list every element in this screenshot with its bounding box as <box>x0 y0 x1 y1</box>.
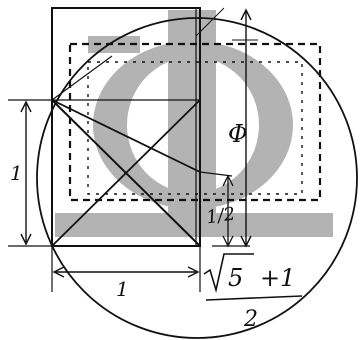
phi-glyph-base <box>55 213 333 237</box>
phi-arrow-top <box>240 8 252 21</box>
half-arrow-top <box>222 174 234 187</box>
phi-label: Φ <box>228 120 248 148</box>
half-label: 1/2 <box>205 203 237 228</box>
fraction-bar <box>205 295 303 301</box>
vertical-arrow-bottom <box>20 233 32 246</box>
horizontal-arrow-right <box>187 266 200 278</box>
golden-ratio-formula: 5 +1 2 <box>203 253 303 332</box>
radical-sign <box>203 253 254 294</box>
square-diagonal-2 <box>51 99 201 247</box>
vertical-arrow-top <box>20 100 32 113</box>
unit-vertical-label: 1 <box>10 161 23 185</box>
top-tick-mark <box>195 7 225 37</box>
formula-plus-one: +1 <box>260 264 295 292</box>
formula-denominator: 2 <box>243 307 258 332</box>
half-marker-line <box>199 171 233 177</box>
phi-glyph-top-serif <box>88 36 140 53</box>
dashed-rectangle-outer <box>68 42 322 202</box>
tall-rectangle <box>51 7 201 247</box>
dashed-rectangle-inner <box>87 61 303 195</box>
phi-glyph-stem <box>168 10 216 232</box>
formula-root: 5 <box>228 264 243 292</box>
half-diagonal-line <box>51 99 201 173</box>
unit-horizontal-label: 1 <box>116 277 129 301</box>
construction-circle <box>36 17 358 339</box>
construction-ray <box>51 55 113 101</box>
horizontal-arrow-left <box>52 266 65 278</box>
phi-icon <box>55 10 333 237</box>
